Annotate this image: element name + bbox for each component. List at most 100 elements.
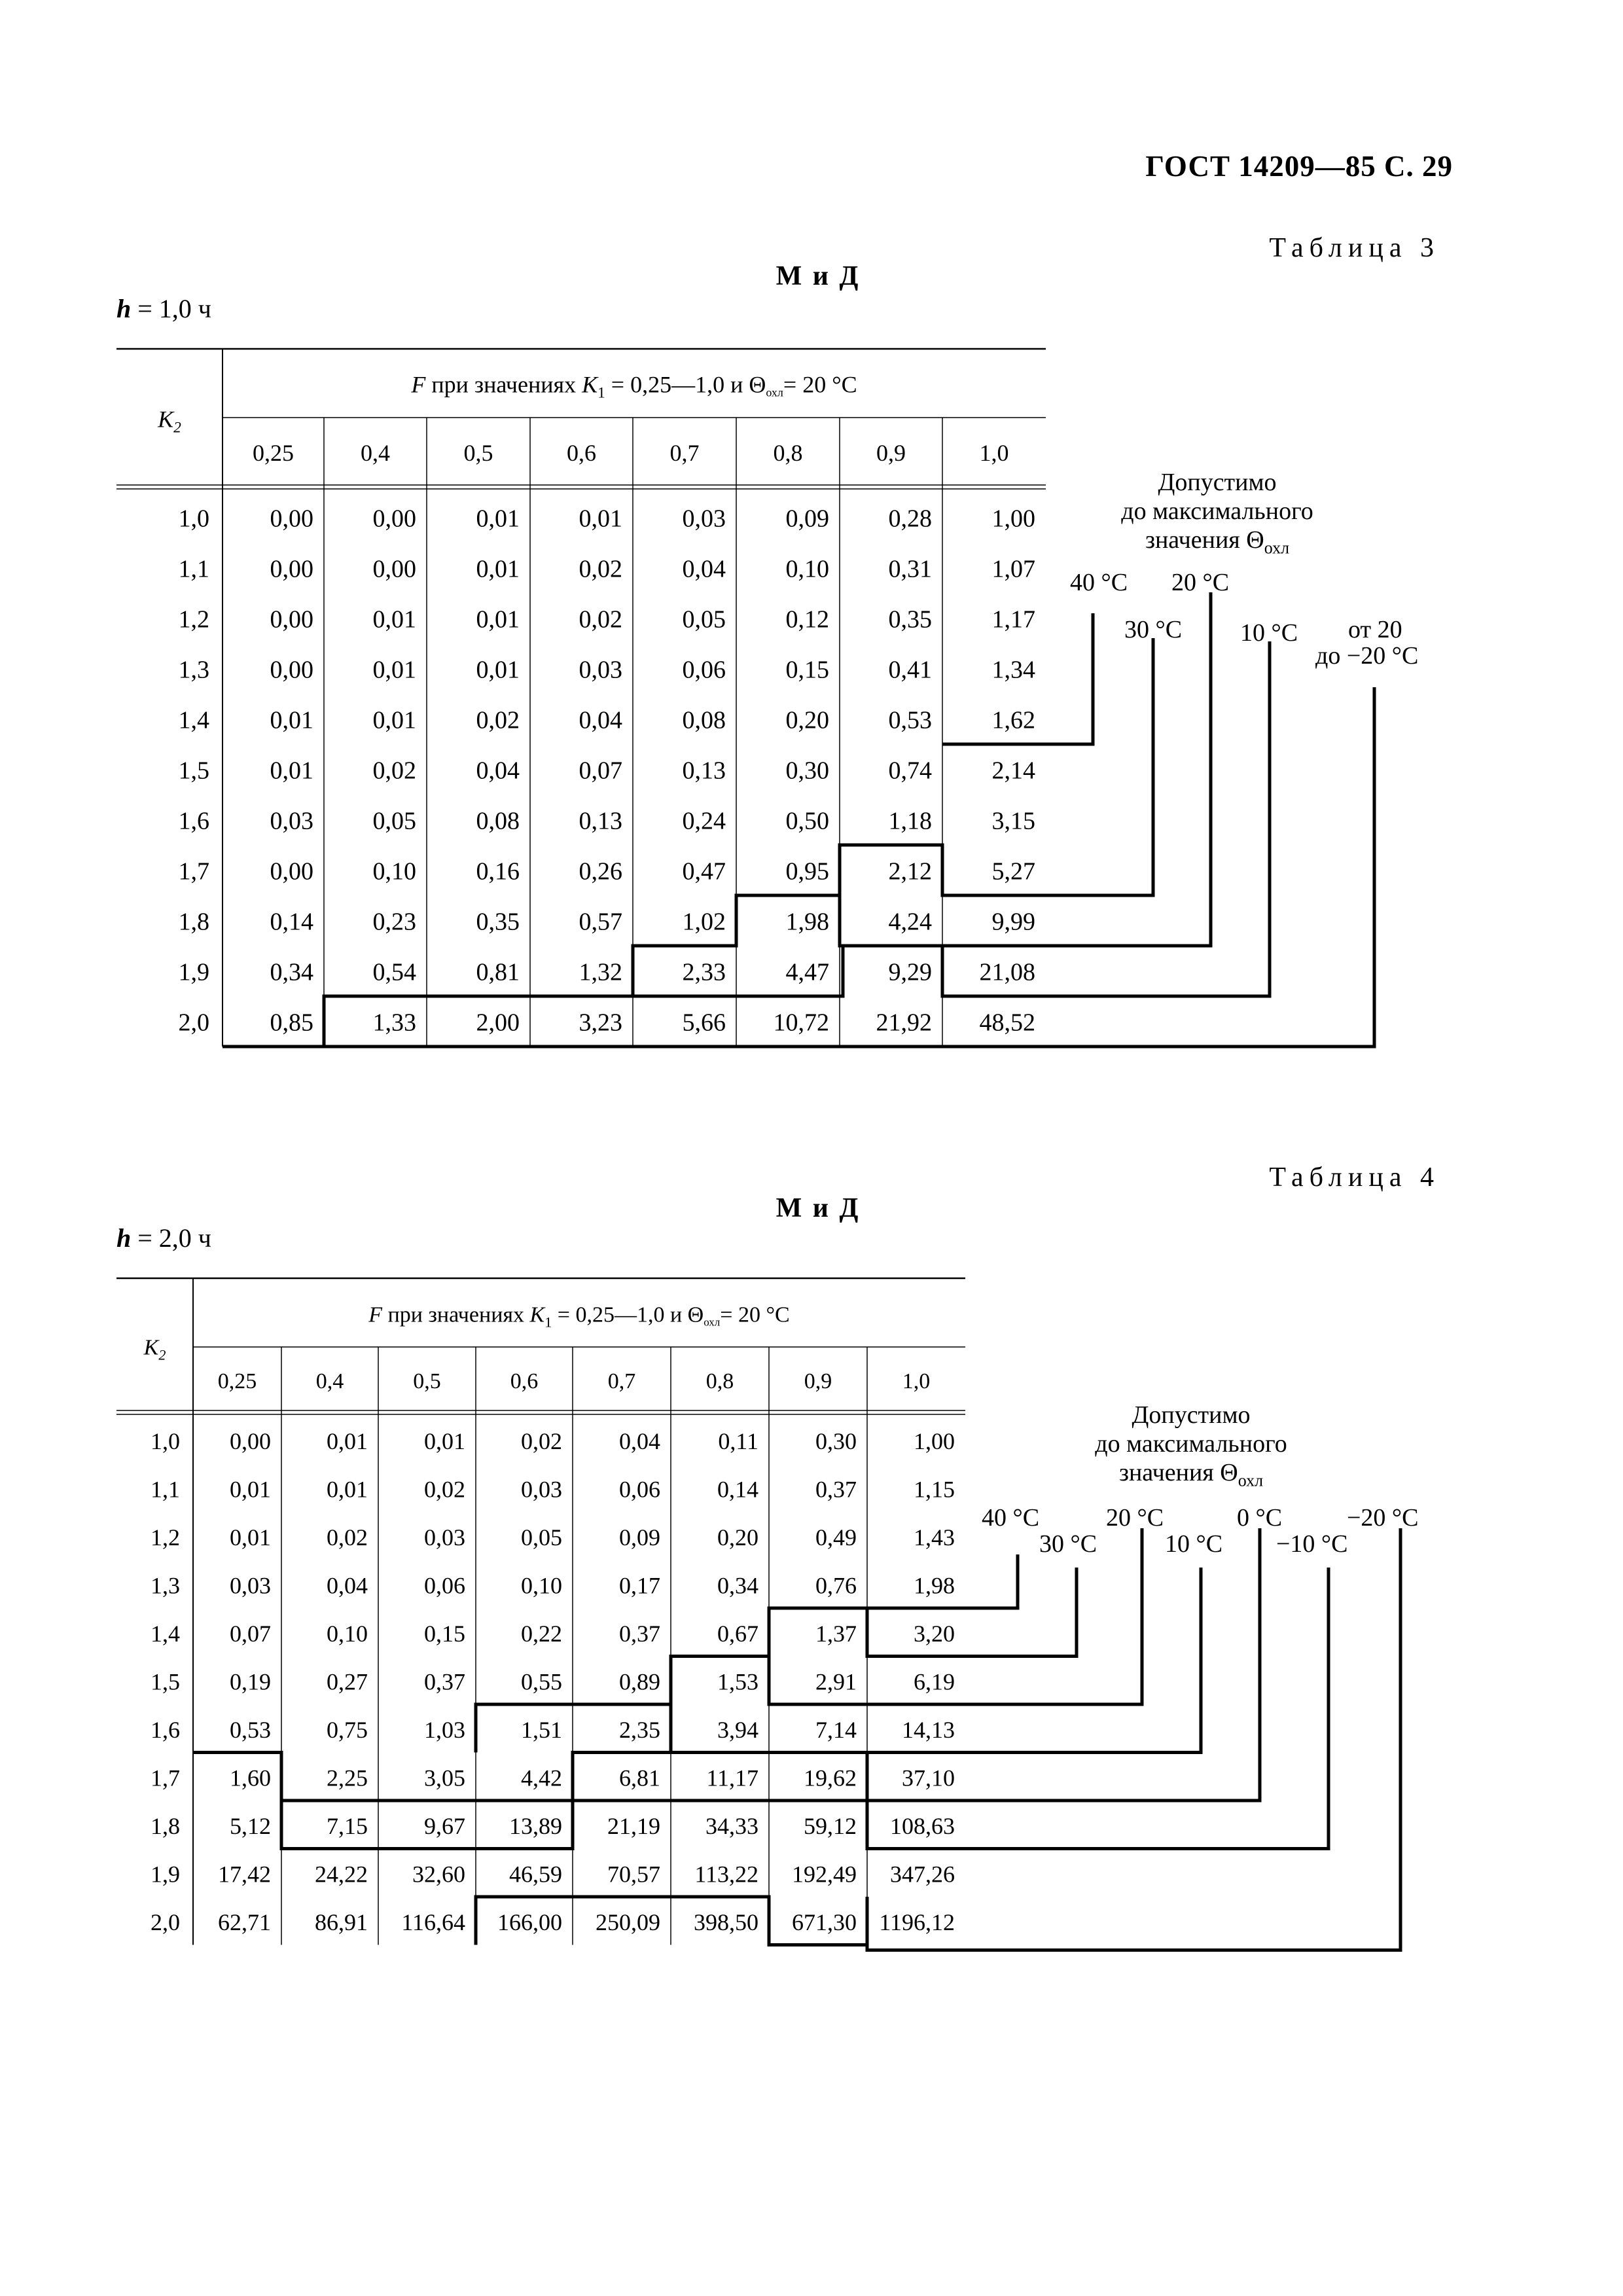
table4-cell: 0,49 xyxy=(815,1524,857,1551)
table4-cell: 86,91 xyxy=(315,1909,368,1935)
table3-cell: 0,01 xyxy=(373,606,417,634)
table3-cell: 0,09 xyxy=(786,505,830,533)
table4-cell: 1,00 xyxy=(914,1428,955,1454)
table4-cell: 0,37 xyxy=(815,1476,857,1502)
table4-col-header: 1,0 xyxy=(902,1369,931,1393)
table3-cell: 0,74 xyxy=(889,757,933,785)
table3-cell: 5,27 xyxy=(992,858,1036,886)
table3-cell: 0,05 xyxy=(373,808,417,835)
table4-cell: 62,71 xyxy=(218,1909,271,1935)
table4-cell: 0,04 xyxy=(327,1572,368,1598)
table3-cell: 1,62 xyxy=(992,707,1036,734)
table4-cell: 250,09 xyxy=(596,1909,660,1935)
table3-cell: 1,34 xyxy=(992,656,1036,684)
table4-row-label: 1,5 xyxy=(151,1668,180,1695)
table4-cell: 17,42 xyxy=(218,1861,271,1887)
table3-cell: 0,31 xyxy=(889,556,933,583)
table4-limit-10c xyxy=(474,1568,1203,1754)
table3-col-header: 0,5 xyxy=(464,440,493,466)
table4-cell: 13,89 xyxy=(509,1813,562,1839)
table4-col-header: 0,7 xyxy=(608,1369,636,1393)
table4-cell: 19,62 xyxy=(804,1765,857,1791)
table4-cell: 1,37 xyxy=(815,1621,857,1647)
table4-col-header: 0,9 xyxy=(804,1369,832,1393)
table4-temp-minus10: −10 °С xyxy=(1276,1530,1348,1558)
table3-cell: 0,01 xyxy=(270,757,314,785)
table4-row-label: 2,0 xyxy=(151,1909,180,1935)
table3-cell: 2,12 xyxy=(889,858,933,886)
table4-temp-20: 20 °С xyxy=(1106,1504,1164,1532)
table3-cell: 0,01 xyxy=(579,505,623,533)
table3-limit-10c xyxy=(322,641,1272,1047)
table4-cell: 0,17 xyxy=(619,1572,660,1598)
table4-cell: 0,07 xyxy=(230,1621,271,1647)
table4-col-header: 0,4 xyxy=(316,1369,344,1393)
table3-cell: 0,01 xyxy=(373,656,417,684)
table4-row-label: 1,1 xyxy=(151,1476,180,1502)
table3-cell: 0,24 xyxy=(683,808,726,835)
table4-cell: 1,15 xyxy=(914,1476,955,1502)
table3-row-label: 1,6 xyxy=(179,808,210,835)
table4-col-header: 0,25 xyxy=(218,1369,257,1393)
table3-col-header: 0,6 xyxy=(567,440,596,466)
table3-cell: 0,13 xyxy=(683,757,726,785)
table3-cell: 0,35 xyxy=(889,606,933,634)
table4-cell: 2,35 xyxy=(619,1717,660,1743)
table3-temp-30: 30 °С xyxy=(1124,616,1183,643)
table3-cell: 1,17 xyxy=(992,606,1036,634)
table3-cell: 0,08 xyxy=(683,707,726,734)
table3-cell: 10,72 xyxy=(774,1009,830,1037)
table4-row-label: 1,2 xyxy=(151,1524,180,1551)
table4-cell: 192,49 xyxy=(792,1861,857,1887)
table4-cell: 0,06 xyxy=(424,1572,465,1598)
table3-cell: 0,04 xyxy=(579,707,623,734)
table3-row-label: 1,0 xyxy=(179,505,210,533)
table4-cell: 32,60 xyxy=(412,1861,465,1887)
table3-note: Допустимо до максимального значения Θохл xyxy=(1080,468,1355,563)
table3-cell: 1,07 xyxy=(992,556,1036,583)
table4-col-header: 0,8 xyxy=(706,1369,734,1393)
table4-limit-minus10c xyxy=(193,1568,1330,1850)
table4-cell: 0,22 xyxy=(521,1621,562,1647)
table4-note: Допустимо до максимального значения Θохл xyxy=(1047,1401,1335,1496)
table4-cell: 0,02 xyxy=(521,1428,562,1454)
table4-cell: 0,02 xyxy=(424,1476,465,1502)
table4-row-label: 1,7 xyxy=(151,1765,180,1791)
table3-cell: 1,33 xyxy=(373,1009,417,1037)
table4-cell: 0,01 xyxy=(230,1524,271,1551)
table4-note-line1: Допустимо xyxy=(1132,1401,1251,1429)
table3-caption: Таблица 3 xyxy=(1269,233,1440,263)
table4-temp-minus20: −20 °С xyxy=(1347,1504,1419,1532)
table3-cell: 1,02 xyxy=(683,908,726,936)
table3-cell: 0,00 xyxy=(270,606,314,634)
table4-cell: 9,67 xyxy=(424,1813,465,1839)
table4-cell: 1,03 xyxy=(424,1717,465,1743)
table3-cell: 0,05 xyxy=(683,606,726,634)
table4-cell: 0,03 xyxy=(230,1572,271,1598)
table4-cell: 0,19 xyxy=(230,1668,271,1695)
table3-cell: 0,15 xyxy=(786,656,830,684)
table3-row-label: 1,8 xyxy=(179,908,210,936)
table4-cell: 14,13 xyxy=(902,1717,955,1743)
table4-cell: 59,12 xyxy=(804,1813,857,1839)
table3-cell: 0,81 xyxy=(476,959,520,986)
table3-cell: 0,13 xyxy=(579,808,623,835)
table3-cell: 3,15 xyxy=(992,808,1036,835)
table3-row-label: 1,2 xyxy=(179,606,210,634)
table3-cell: 0,16 xyxy=(476,858,520,886)
table3-cell: 0,47 xyxy=(683,858,726,886)
table4-cell: 0,76 xyxy=(815,1572,857,1598)
table4-cell: 11,17 xyxy=(706,1765,758,1791)
table3-temp-to-20: до −20 °С xyxy=(1315,642,1419,670)
table3-cell: 0,50 xyxy=(786,808,830,835)
table3-row-label: 2,0 xyxy=(179,1009,210,1037)
table3-cell: 48,52 xyxy=(980,1009,1036,1037)
table4-row-label: 1,8 xyxy=(151,1813,180,1839)
table3-cell: 0,20 xyxy=(786,707,830,734)
table4-cell: 0,37 xyxy=(424,1668,465,1695)
table3-cell: 21,92 xyxy=(876,1009,933,1037)
table3-temp-10: 10 °С xyxy=(1240,619,1298,647)
table3-cell: 0,01 xyxy=(476,606,520,634)
table4-cell: 37,10 xyxy=(902,1765,955,1791)
table3-limit-30c xyxy=(838,638,1155,897)
